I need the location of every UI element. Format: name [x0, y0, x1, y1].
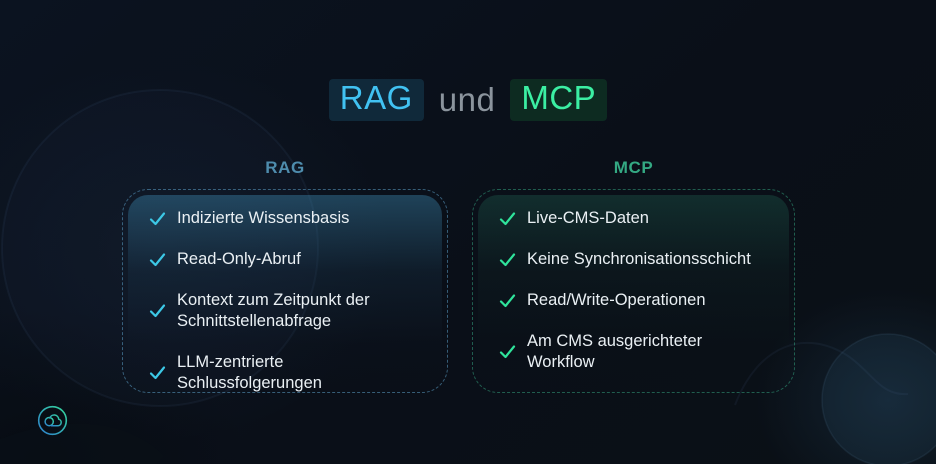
rag-card: Indizierte Wissensbasis Read-Only-Abruf [122, 189, 448, 393]
feature-item: Am CMS ausgerichteter Workflow [499, 331, 773, 373]
checkmark-icon [149, 253, 166, 267]
deco-circle-bottom-right [821, 333, 936, 464]
mcp-column: MCP Live-CMS-Daten Keine [472, 158, 795, 393]
cloud-link-logo-icon [37, 405, 68, 436]
feature-item-label: Read-Only-Abruf [177, 249, 301, 268]
page-title: RAG und MCP [0, 79, 936, 122]
feature-item-label: Am CMS ausgerichteter Workflow [527, 331, 703, 371]
title-connector: und [438, 81, 496, 119]
feature-item: Live-CMS-Daten [499, 208, 773, 229]
feature-item-label: Kontext zum Zeitpunkt der Schnittstellen… [177, 290, 370, 330]
feature-item-label: Live-CMS-Daten [527, 209, 649, 227]
checkmark-icon [499, 253, 516, 267]
rag-column: RAG Indizierte Wissensbasis [122, 158, 448, 393]
feature-item: Keine Synchronisationsschicht [499, 249, 773, 270]
feature-item-label: Keine Synchronisationsschicht [527, 249, 751, 268]
checkmark-icon [149, 304, 166, 318]
mcp-card-body: Live-CMS-Daten Keine Synchronisationssch… [478, 195, 789, 387]
title-mcp-chip: MCP [510, 79, 608, 122]
checkmark-icon [149, 366, 166, 380]
mcp-column-header: MCP [613, 158, 654, 177]
deco-corner-shadow [0, 423, 165, 464]
checkmark-icon [499, 345, 516, 359]
feature-item: Read-Only-Abruf [149, 249, 426, 270]
feature-item-label: LLM-zentrierte Schlussfolgerungen [177, 352, 322, 392]
feature-item-label: Read/Write-Operationen [527, 290, 706, 309]
rag-card-body: Indizierte Wissensbasis Read-Only-Abruf [128, 195, 442, 392]
title-rag-chip: RAG [328, 79, 424, 122]
checkmark-icon [149, 212, 166, 226]
feature-item: Kontext zum Zeitpunkt der Schnittstellen… [149, 290, 426, 332]
feature-item-label: Indizierte Wissensbasis [177, 209, 350, 227]
checkmark-icon [499, 212, 516, 226]
rag-column-header: RAG [265, 158, 305, 177]
feature-item: Read/Write-Operationen [499, 290, 773, 311]
feature-item: Indizierte Wissensbasis [149, 208, 426, 229]
checkmark-icon [499, 294, 516, 307]
mcp-card: Live-CMS-Daten Keine Synchronisationssch… [472, 189, 795, 393]
feature-item: LLM-zentrierte Schlussfolgerungen [149, 352, 426, 394]
